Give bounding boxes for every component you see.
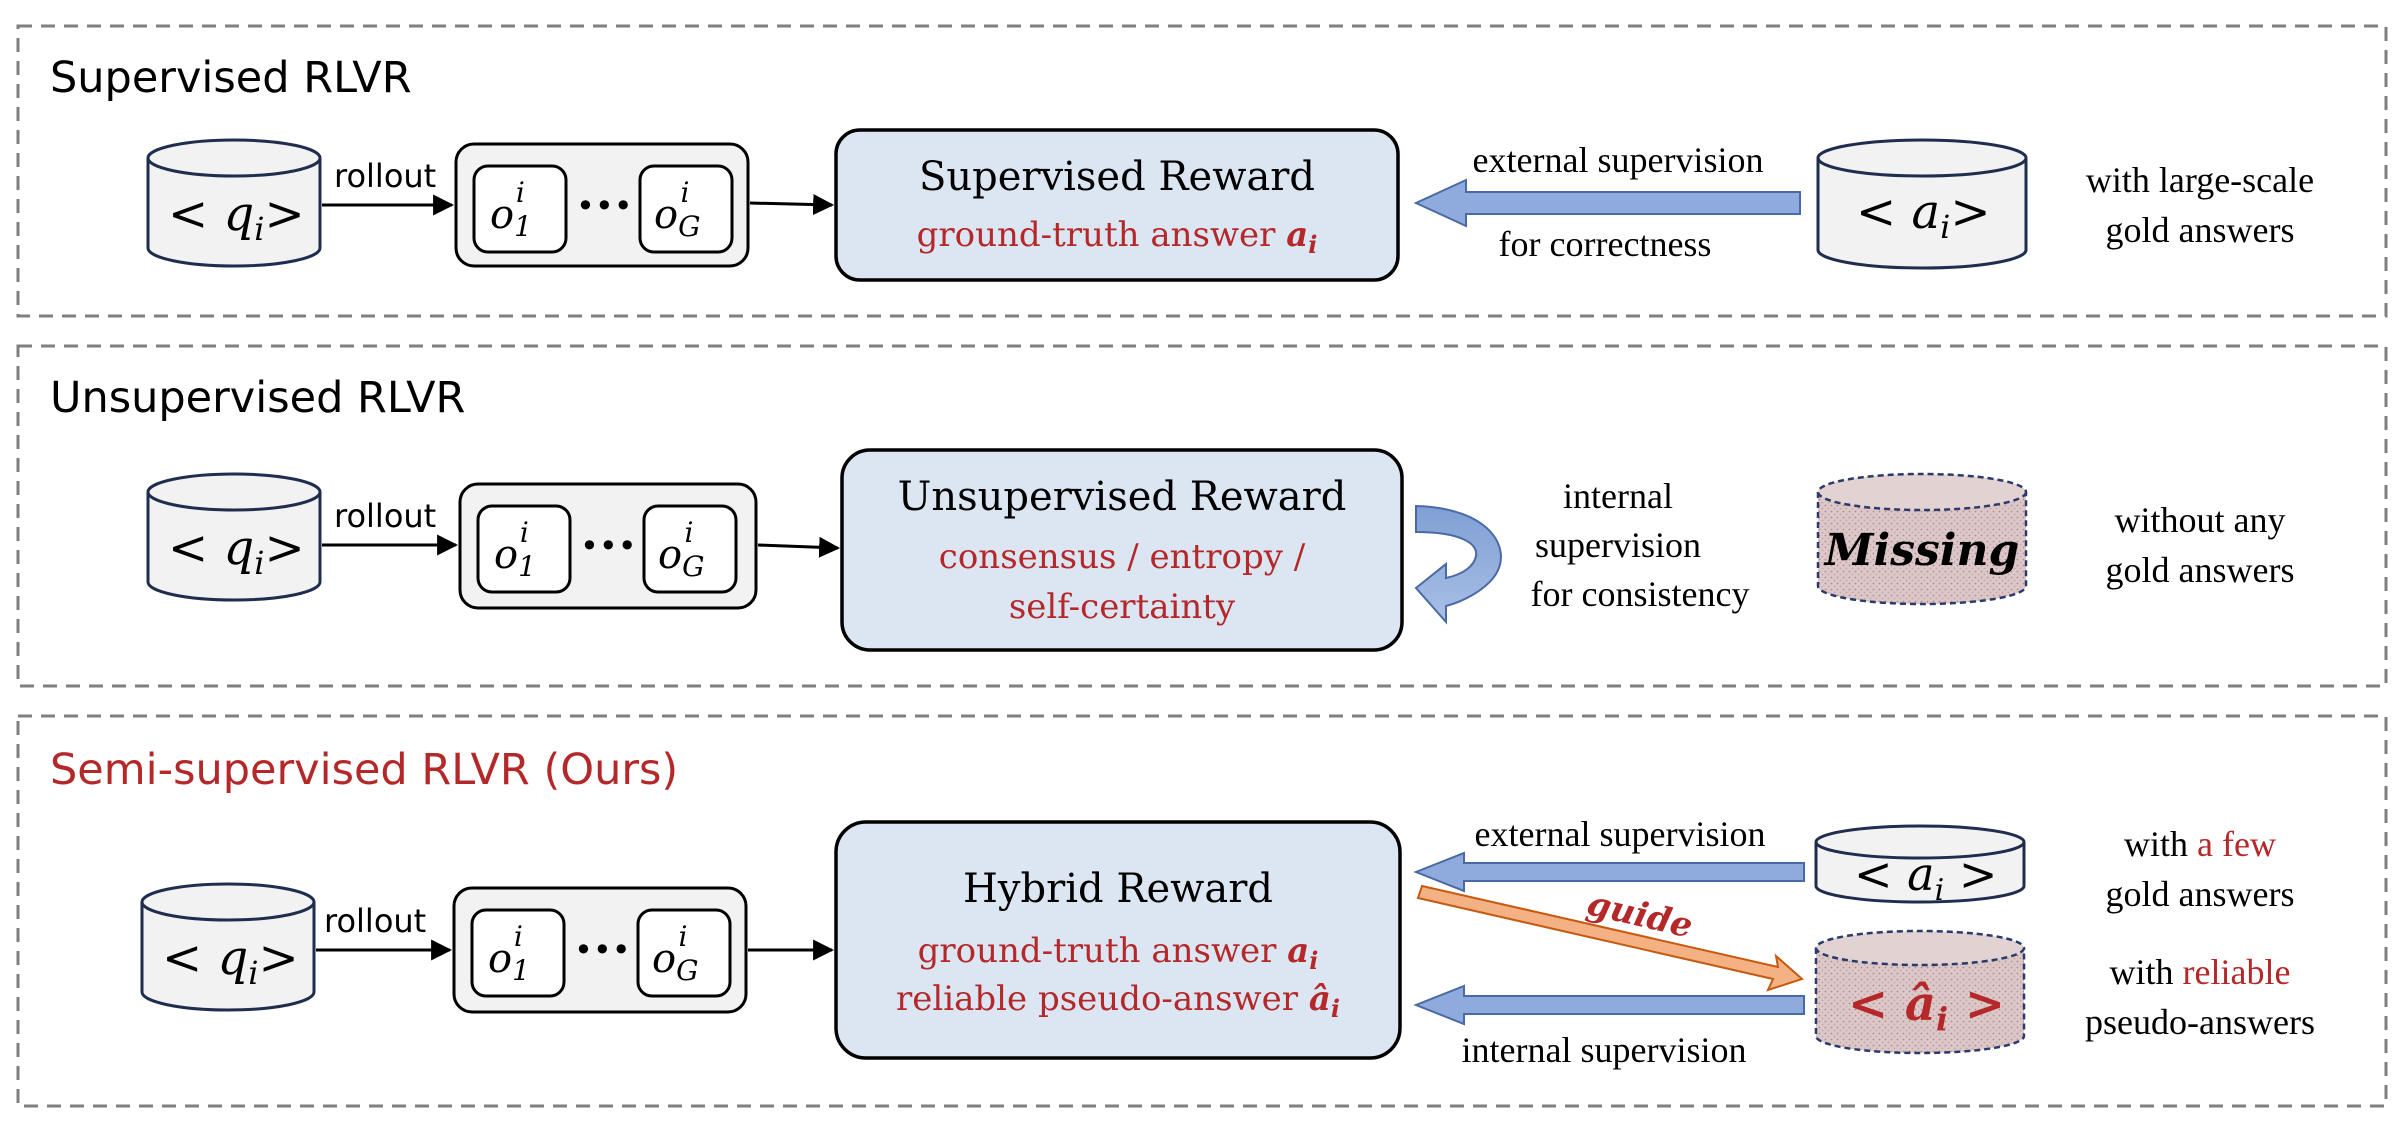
unsupervised-reward-box: Unsupervised Reward consensus / entropy … [840,448,1404,652]
rollout-label: rollout [334,497,436,535]
svg-text:< âi >: < âi > [1848,976,2005,1038]
rollout-label: rollout [324,902,426,940]
note-line2: gold answers [2106,550,2295,590]
svg-text:Missing: Missing [1823,525,2019,576]
svg-text:ground-truth answer ai: ground-truth answer ai [917,215,1318,259]
external-supervision-arrow [1413,178,1801,228]
panel-border [16,24,2388,318]
external-supervision-label: external supervision [1473,140,1764,180]
note-line2: gold answers [2106,210,2295,250]
panel-supervised: Supervised RLVR < qi> rollout o1i ••• oG… [16,24,2388,318]
svg-text:Supervised Reward: Supervised Reward [919,154,1315,200]
ellipsis: ••• [580,527,637,565]
panel-title: Unsupervised RLVR [50,373,465,423]
output-o1 [476,504,572,594]
output-oG [638,164,734,254]
hybrid-reward-box: Hybrid Reward ground-truth answer ai rel… [834,820,1402,1060]
svg-text:Hybrid Reward: Hybrid Reward [963,866,1273,912]
external-supervision-arrow [1413,851,1805,893]
gold-answer-cylinder: < ai > [1814,824,2026,908]
external-supervision-label: external supervision [1475,814,1766,854]
panel-border [16,344,2388,688]
internal-supervision-label: internal supervision [1462,1030,1747,1070]
svg-text:reliable pseudo-answer âi: reliable pseudo-answer âi [896,979,1340,1023]
svg-text:o1i: o1i [494,516,536,583]
svg-text:self-certainty: self-certainty [1009,587,1236,627]
output-o1 [470,908,566,998]
pseudo-answer-cylinder: < âi > [1814,929,2026,1055]
guide-arrow [1416,884,1804,992]
note-line1: without any [2115,500,2286,540]
note-line1: with large-scale [2086,160,2314,200]
svg-text:< ai >: < ai > [1854,847,1997,908]
svg-text:oGi: oGi [658,516,704,583]
ellipsis: ••• [574,931,631,969]
panel-border [16,714,2388,1108]
rollout-group: o1i ••• oGi [458,482,758,610]
rollout-label: rollout [334,157,436,195]
note-reliable-line2: pseudo-answers [2085,1002,2315,1042]
svg-text:< qi>: < qi> [168,520,305,582]
svg-text:o1i: o1i [490,176,532,243]
svg-text:< qi>: < qi> [162,930,299,992]
loop-label-line1: internal [1563,476,1673,516]
note-few-line2: gold answers [2106,874,2295,914]
panel-semi-supervised: Semi-supervised RLVR (Ours) < qi> rollou… [16,714,2388,1108]
internal-supervision-arrow [1413,984,1805,1026]
panel-title: Supervised RLVR [50,53,412,103]
panel-title: Semi-supervised RLVR (Ours) [50,745,678,795]
rollout-group: o1i ••• oGi [454,142,750,268]
question-cylinder: < qi> [146,472,322,602]
svg-text:oGi: oGi [652,920,698,987]
svg-text:ground-truth answer ai: ground-truth answer ai [918,931,1319,975]
svg-text:consensus / entropy /: consensus / entropy / [939,537,1306,577]
note-few-line1: with a few [2124,824,2276,864]
rollout-to-reward-arrow [757,536,841,558]
output-o1 [472,164,568,254]
for-correctness-label: for correctness [1499,224,1712,264]
output-oG [636,908,732,998]
question-cylinder: < qi> [146,138,322,268]
rollout-to-reward-arrow [749,194,835,216]
svg-text:o1i: o1i [488,920,530,987]
output-oG [642,504,738,594]
loop-label-line3: for consistency [1531,574,1750,614]
svg-text:< ai>: < ai> [1856,184,1991,246]
note-reliable-line1: with reliable [2110,952,2291,992]
question-cylinder: < qi> [140,882,316,1012]
svg-text:Unsupervised Reward: Unsupervised Reward [898,474,1347,520]
supervised-reward-box: Supervised Reward ground-truth answer ai [834,128,1400,282]
ellipsis: ••• [576,187,633,225]
rollout-group: o1i ••• oGi [452,886,748,1014]
missing-cylinder: Missing [1816,472,2028,606]
loop-label-line2: supervision [1535,525,1701,565]
svg-text:oGi: oGi [654,176,700,243]
svg-text:< qi>: < qi> [168,186,305,248]
panel-unsupervised: Unsupervised RLVR < qi> rollout o1i ••• … [16,344,2388,688]
answer-cylinder: < ai> [1816,138,2028,270]
internal-supervision-loop-arrow [1414,504,1502,625]
